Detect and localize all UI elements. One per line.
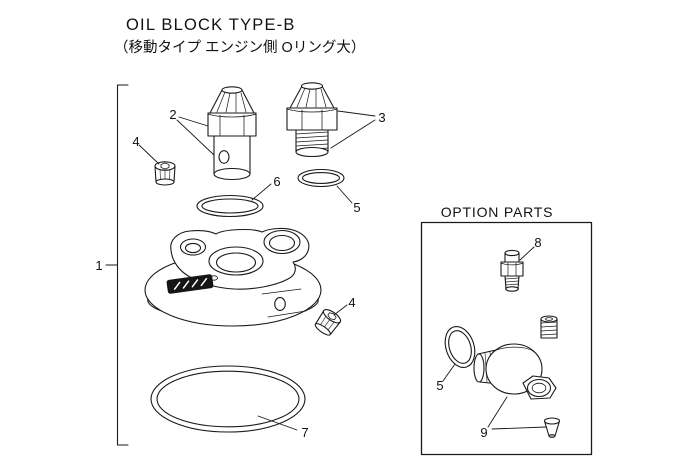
option-parts-label: OPTION PARTS <box>441 204 554 220</box>
option-parts-box <box>420 221 593 456</box>
leader-9b <box>491 426 547 430</box>
leader-2a <box>178 116 209 127</box>
option-fitting-8 <box>500 249 524 292</box>
option-o-ring-5 <box>444 326 476 368</box>
socket-plug-side <box>314 309 342 336</box>
leader-3a <box>337 110 376 117</box>
flare-fitting-left <box>207 86 257 181</box>
option-plug-top <box>540 315 558 339</box>
callout-4b: 4 <box>348 295 355 310</box>
callout-6: 6 <box>273 174 280 189</box>
diagram-subtitle: （移動タイプ エンジン側 Oリング大） <box>114 39 365 56</box>
brand-badge <box>166 274 214 294</box>
leader-3b <box>330 119 376 149</box>
o-ring-7 <box>150 365 306 433</box>
bracket-part-1 <box>105 84 129 446</box>
callout-4a: 4 <box>132 134 139 149</box>
callout-3: 3 <box>378 110 385 125</box>
oil-block-body <box>144 227 322 327</box>
socket-plug-top <box>154 161 176 186</box>
leader-4a <box>138 144 160 165</box>
leader-7 <box>257 415 298 431</box>
callout-1: 1 <box>95 258 102 273</box>
o-ring-5-main <box>297 168 345 188</box>
leader-5 <box>336 185 353 204</box>
leader-5b <box>442 363 456 382</box>
callout-9: 9 <box>480 425 487 440</box>
option-plug-bottom <box>543 417 561 438</box>
callout-5b: 5 <box>436 378 443 393</box>
callout-7: 7 <box>301 425 308 440</box>
leader-6 <box>251 183 272 201</box>
o-ring-6 <box>196 194 264 218</box>
leader-lines <box>138 110 547 431</box>
leader-8 <box>519 246 535 261</box>
leader-4b <box>333 304 348 316</box>
callout-5: 5 <box>353 200 360 215</box>
diagram-title: OIL BLOCK TYPE-B <box>126 16 296 34</box>
leader-2b <box>176 119 215 156</box>
leader-9a <box>487 396 508 428</box>
flare-fitting-right <box>286 82 338 158</box>
callout-8: 8 <box>534 235 541 250</box>
option-block-9 <box>473 315 561 438</box>
callout-2: 2 <box>169 107 176 122</box>
